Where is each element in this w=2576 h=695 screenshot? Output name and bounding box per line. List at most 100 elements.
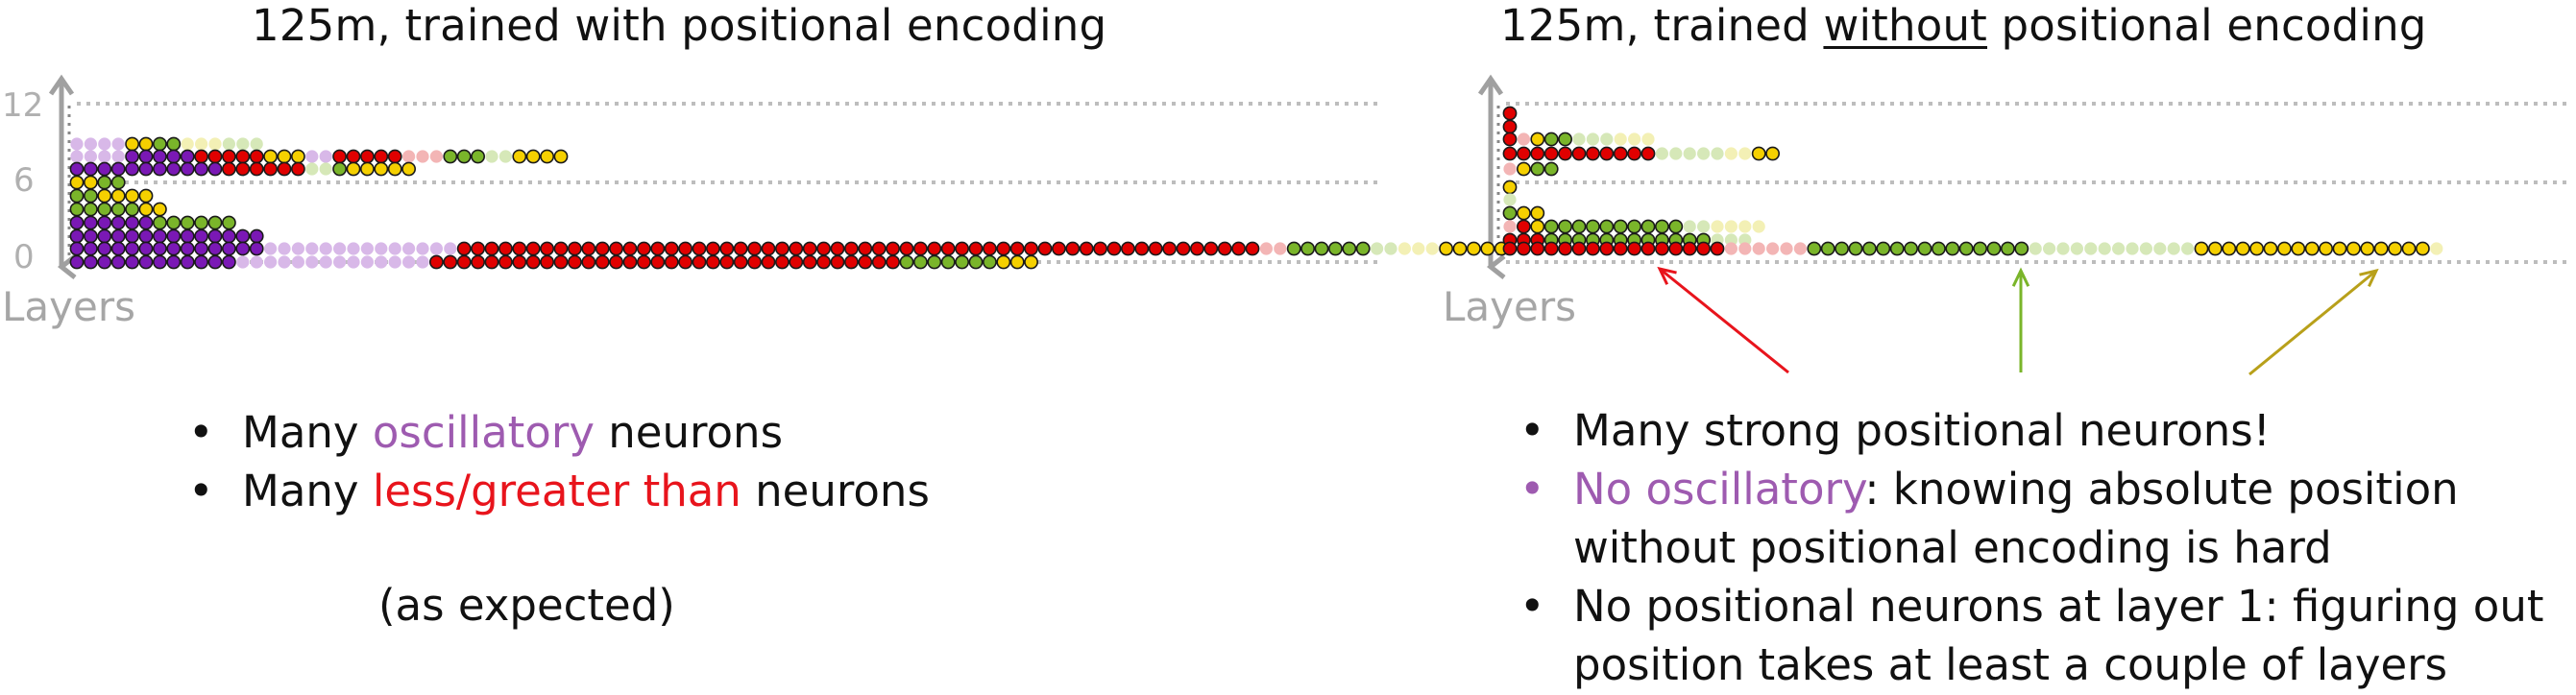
neuron-dot bbox=[98, 150, 111, 163]
neuron-dot bbox=[180, 228, 195, 244]
neuron-dot bbox=[70, 137, 84, 151]
neuron-dot bbox=[443, 149, 458, 164]
neuron-dot bbox=[125, 188, 139, 204]
neuron-dot bbox=[263, 149, 278, 164]
neuron-dot bbox=[692, 241, 707, 256]
neuron-dot bbox=[816, 241, 831, 256]
neuron-dot bbox=[166, 254, 182, 270]
neuron-dot bbox=[98, 137, 111, 151]
neuron-dot bbox=[622, 241, 638, 256]
neuron-dot bbox=[1765, 146, 1780, 161]
neuron-dot bbox=[347, 242, 360, 255]
neuron-dot bbox=[1148, 241, 1163, 256]
neuron-dot bbox=[152, 136, 167, 152]
neuron-dot bbox=[1300, 241, 1315, 256]
neuron-dot bbox=[249, 228, 264, 244]
neuron-dot bbox=[1724, 147, 1738, 160]
neuron-dot bbox=[1543, 219, 1559, 234]
neuron-dot bbox=[899, 241, 914, 256]
neuron-dot bbox=[194, 254, 208, 270]
neuron-dot bbox=[2098, 242, 2111, 255]
neuron-dot bbox=[2194, 241, 2209, 256]
neuron-dot bbox=[138, 136, 154, 152]
neuron-dot bbox=[305, 255, 319, 269]
neuron-dot bbox=[2276, 241, 2292, 256]
neuron-dot bbox=[471, 149, 485, 164]
neuron-dot bbox=[498, 254, 513, 270]
neuron-dot bbox=[540, 241, 554, 256]
neuron-dot bbox=[70, 150, 84, 163]
neuron-dot bbox=[166, 136, 182, 152]
neuron-dot bbox=[927, 254, 942, 270]
neuron-dot bbox=[84, 202, 98, 217]
neuron-dot bbox=[886, 241, 900, 256]
neuron-dot bbox=[1586, 132, 1599, 146]
neuron-dot bbox=[221, 149, 236, 164]
neuron-dot bbox=[1543, 241, 1559, 256]
neuron-dot bbox=[844, 241, 859, 256]
neuron-dot bbox=[1371, 242, 1384, 255]
neuron-dot bbox=[290, 149, 305, 164]
neuron-dot bbox=[1780, 242, 1793, 255]
neuron-dot bbox=[332, 161, 347, 177]
neuron-dot bbox=[374, 161, 389, 177]
neuron-dot bbox=[319, 150, 332, 163]
neuron-dot bbox=[387, 149, 402, 164]
neuron-dot bbox=[388, 242, 401, 255]
neuron-dot bbox=[138, 161, 154, 177]
y-tick-0: 0 bbox=[13, 238, 35, 276]
neuron-dot bbox=[1517, 241, 1531, 256]
neuron-dot bbox=[830, 241, 845, 256]
neuron-dot bbox=[1738, 220, 1752, 233]
neuron-dot bbox=[125, 215, 139, 230]
neuron-dot bbox=[235, 149, 251, 164]
neuron-dot bbox=[609, 241, 623, 256]
neuron-dot bbox=[955, 254, 969, 270]
neuron-dot bbox=[525, 149, 541, 164]
neuron-dot bbox=[69, 254, 85, 270]
arrow-yellow-head bbox=[2359, 268, 2379, 287]
neuron-dot bbox=[319, 162, 332, 176]
neuron-dot bbox=[1571, 219, 1587, 234]
neuron-dot bbox=[1752, 220, 1765, 233]
neuron-dot bbox=[97, 254, 112, 270]
neuron-dot bbox=[1613, 241, 1628, 256]
neuron-dot bbox=[125, 202, 139, 217]
neuron-dot bbox=[802, 254, 817, 270]
neuron-dot bbox=[84, 254, 98, 270]
neuron-dot bbox=[416, 150, 429, 163]
left-x-axis-label: Layers bbox=[2, 283, 135, 330]
neuron-dot bbox=[637, 241, 651, 256]
neuron-dot bbox=[166, 241, 182, 256]
neuron-dot bbox=[2043, 242, 2056, 255]
neuron-dot bbox=[1259, 242, 1273, 255]
neuron-dot bbox=[138, 228, 154, 244]
neuron-dot bbox=[110, 241, 126, 256]
annotation-arrows bbox=[1657, 266, 2379, 376]
neuron-dot bbox=[250, 255, 263, 269]
y-axis-arrow bbox=[48, 74, 75, 96]
neuron-dot bbox=[1502, 146, 1518, 161]
neuron-dot bbox=[1384, 242, 1397, 255]
neuron-dot bbox=[110, 228, 126, 244]
neuron-dot bbox=[1711, 147, 1724, 160]
neuron-dot bbox=[1641, 132, 1655, 146]
neuron-dot bbox=[1009, 254, 1025, 270]
neuron-dot bbox=[110, 202, 126, 217]
neuron-dot bbox=[858, 241, 873, 256]
neuron-dot bbox=[152, 241, 167, 256]
neuron-dot bbox=[290, 161, 305, 177]
neuron-dot bbox=[1037, 241, 1053, 256]
neuron-dot bbox=[305, 162, 319, 176]
neuron-dot bbox=[1079, 241, 1094, 256]
neuron-dot bbox=[1558, 132, 1572, 147]
neuron-dot bbox=[235, 241, 251, 256]
neuron-dot bbox=[264, 255, 278, 269]
neuron-dot bbox=[1274, 242, 1287, 255]
neuron-dot bbox=[111, 150, 125, 163]
neuron-dot bbox=[333, 255, 347, 269]
neuron-dot bbox=[581, 241, 596, 256]
neuron-dot bbox=[1425, 242, 1439, 255]
neuron-dot bbox=[387, 161, 402, 177]
neuron-dot bbox=[484, 254, 499, 270]
